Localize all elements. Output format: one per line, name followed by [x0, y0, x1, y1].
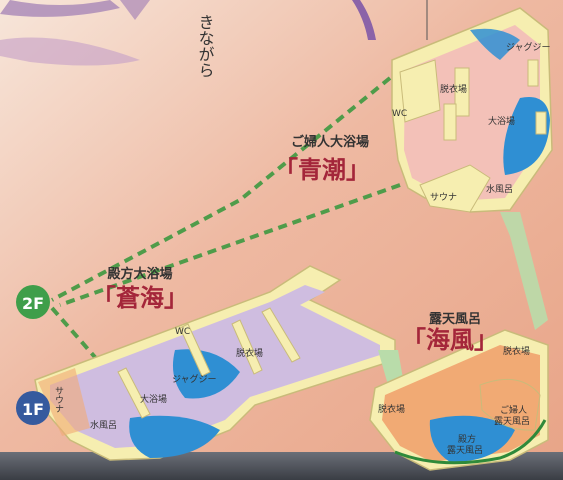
brush-stroke-top	[0, 0, 120, 17]
mens-bath-plan	[34, 265, 396, 461]
womens-outdoor-label-1: ご婦人	[500, 404, 527, 416]
womens-locker-2	[443, 103, 457, 141]
mens-divider-4	[117, 367, 151, 419]
mens-dressing-label: 脱衣場	[236, 347, 263, 359]
mens-sauna-room	[38, 368, 90, 436]
womens-wc-label: WC	[392, 109, 407, 119]
womens-pillar-2	[535, 111, 547, 135]
route-2f-upper	[51, 76, 392, 302]
mens-divider-2	[231, 319, 263, 375]
womens-bath-title: 「青潮」	[274, 156, 370, 184]
womens-locker-1	[454, 67, 470, 117]
brush-stroke-right	[352, 0, 376, 40]
mens-bath-subtitle: 殿方大浴場	[106, 266, 172, 282]
outdoor-bath-subtitle: 露天風呂	[429, 312, 481, 327]
womens-bath-subtitle: ご婦人大浴場	[291, 134, 369, 150]
mens-main-pool	[129, 415, 220, 458]
floor-1f-label: 1F	[22, 400, 44, 419]
womens-dressing-label: 脱衣場	[440, 83, 467, 95]
corridor-2f-outdoor	[500, 212, 548, 330]
brush-stroke	[0, 37, 140, 66]
womens-jacuzzi-pool	[470, 28, 520, 60]
outdoor-dressing-upper-label: 脱衣場	[503, 345, 530, 357]
mens-outdoor-pool	[429, 415, 515, 462]
outdoor-dressing-lower-label: 脱衣場	[378, 403, 405, 415]
outdoor-bath-title: 「海風」	[402, 326, 498, 354]
womens-jacuzzi-label: ジャグジー	[506, 41, 551, 53]
outdoor-bath-plan	[369, 329, 549, 471]
garden-hedge	[394, 419, 547, 465]
mens-wc-label: WC	[175, 327, 190, 337]
mens-outdoor-label-1: 殿方	[458, 433, 476, 445]
womens-main-bath-label: 大浴場	[488, 115, 515, 127]
floor-1f-badge	[16, 391, 50, 425]
floor-2f-badge	[16, 285, 50, 319]
mens-main-bath-label: 大浴場	[140, 393, 167, 405]
womens-wall-block	[399, 59, 441, 123]
womens-outdoor-label-2: 露天風呂	[494, 416, 530, 427]
mens-outdoor-label-2: 露天風呂	[447, 445, 483, 456]
brush-stroke-accent	[120, 0, 150, 20]
intro-text: きながら	[196, 14, 215, 78]
mens-divider-1	[179, 323, 211, 377]
mens-cold-bath-label: 水風呂	[90, 419, 117, 431]
mens-bath-title: 「蒼海」	[92, 284, 188, 312]
floor-2f-label: 2F	[22, 294, 44, 313]
womens-outdoor-pool	[479, 378, 541, 431]
womens-cold-bath-label: 水風呂	[486, 183, 513, 195]
womens-sauna-block	[419, 164, 491, 213]
womens-bath-plan	[391, 7, 553, 213]
mens-jacuzzi-label: ジャグジー	[172, 373, 217, 385]
mens-divider-3	[261, 307, 301, 363]
womens-pillar	[527, 59, 539, 87]
mens-sauna-label: サウナ	[53, 386, 64, 413]
womens-sauna-label: サウナ	[430, 192, 457, 203]
route-2f-lower	[59, 183, 401, 307]
